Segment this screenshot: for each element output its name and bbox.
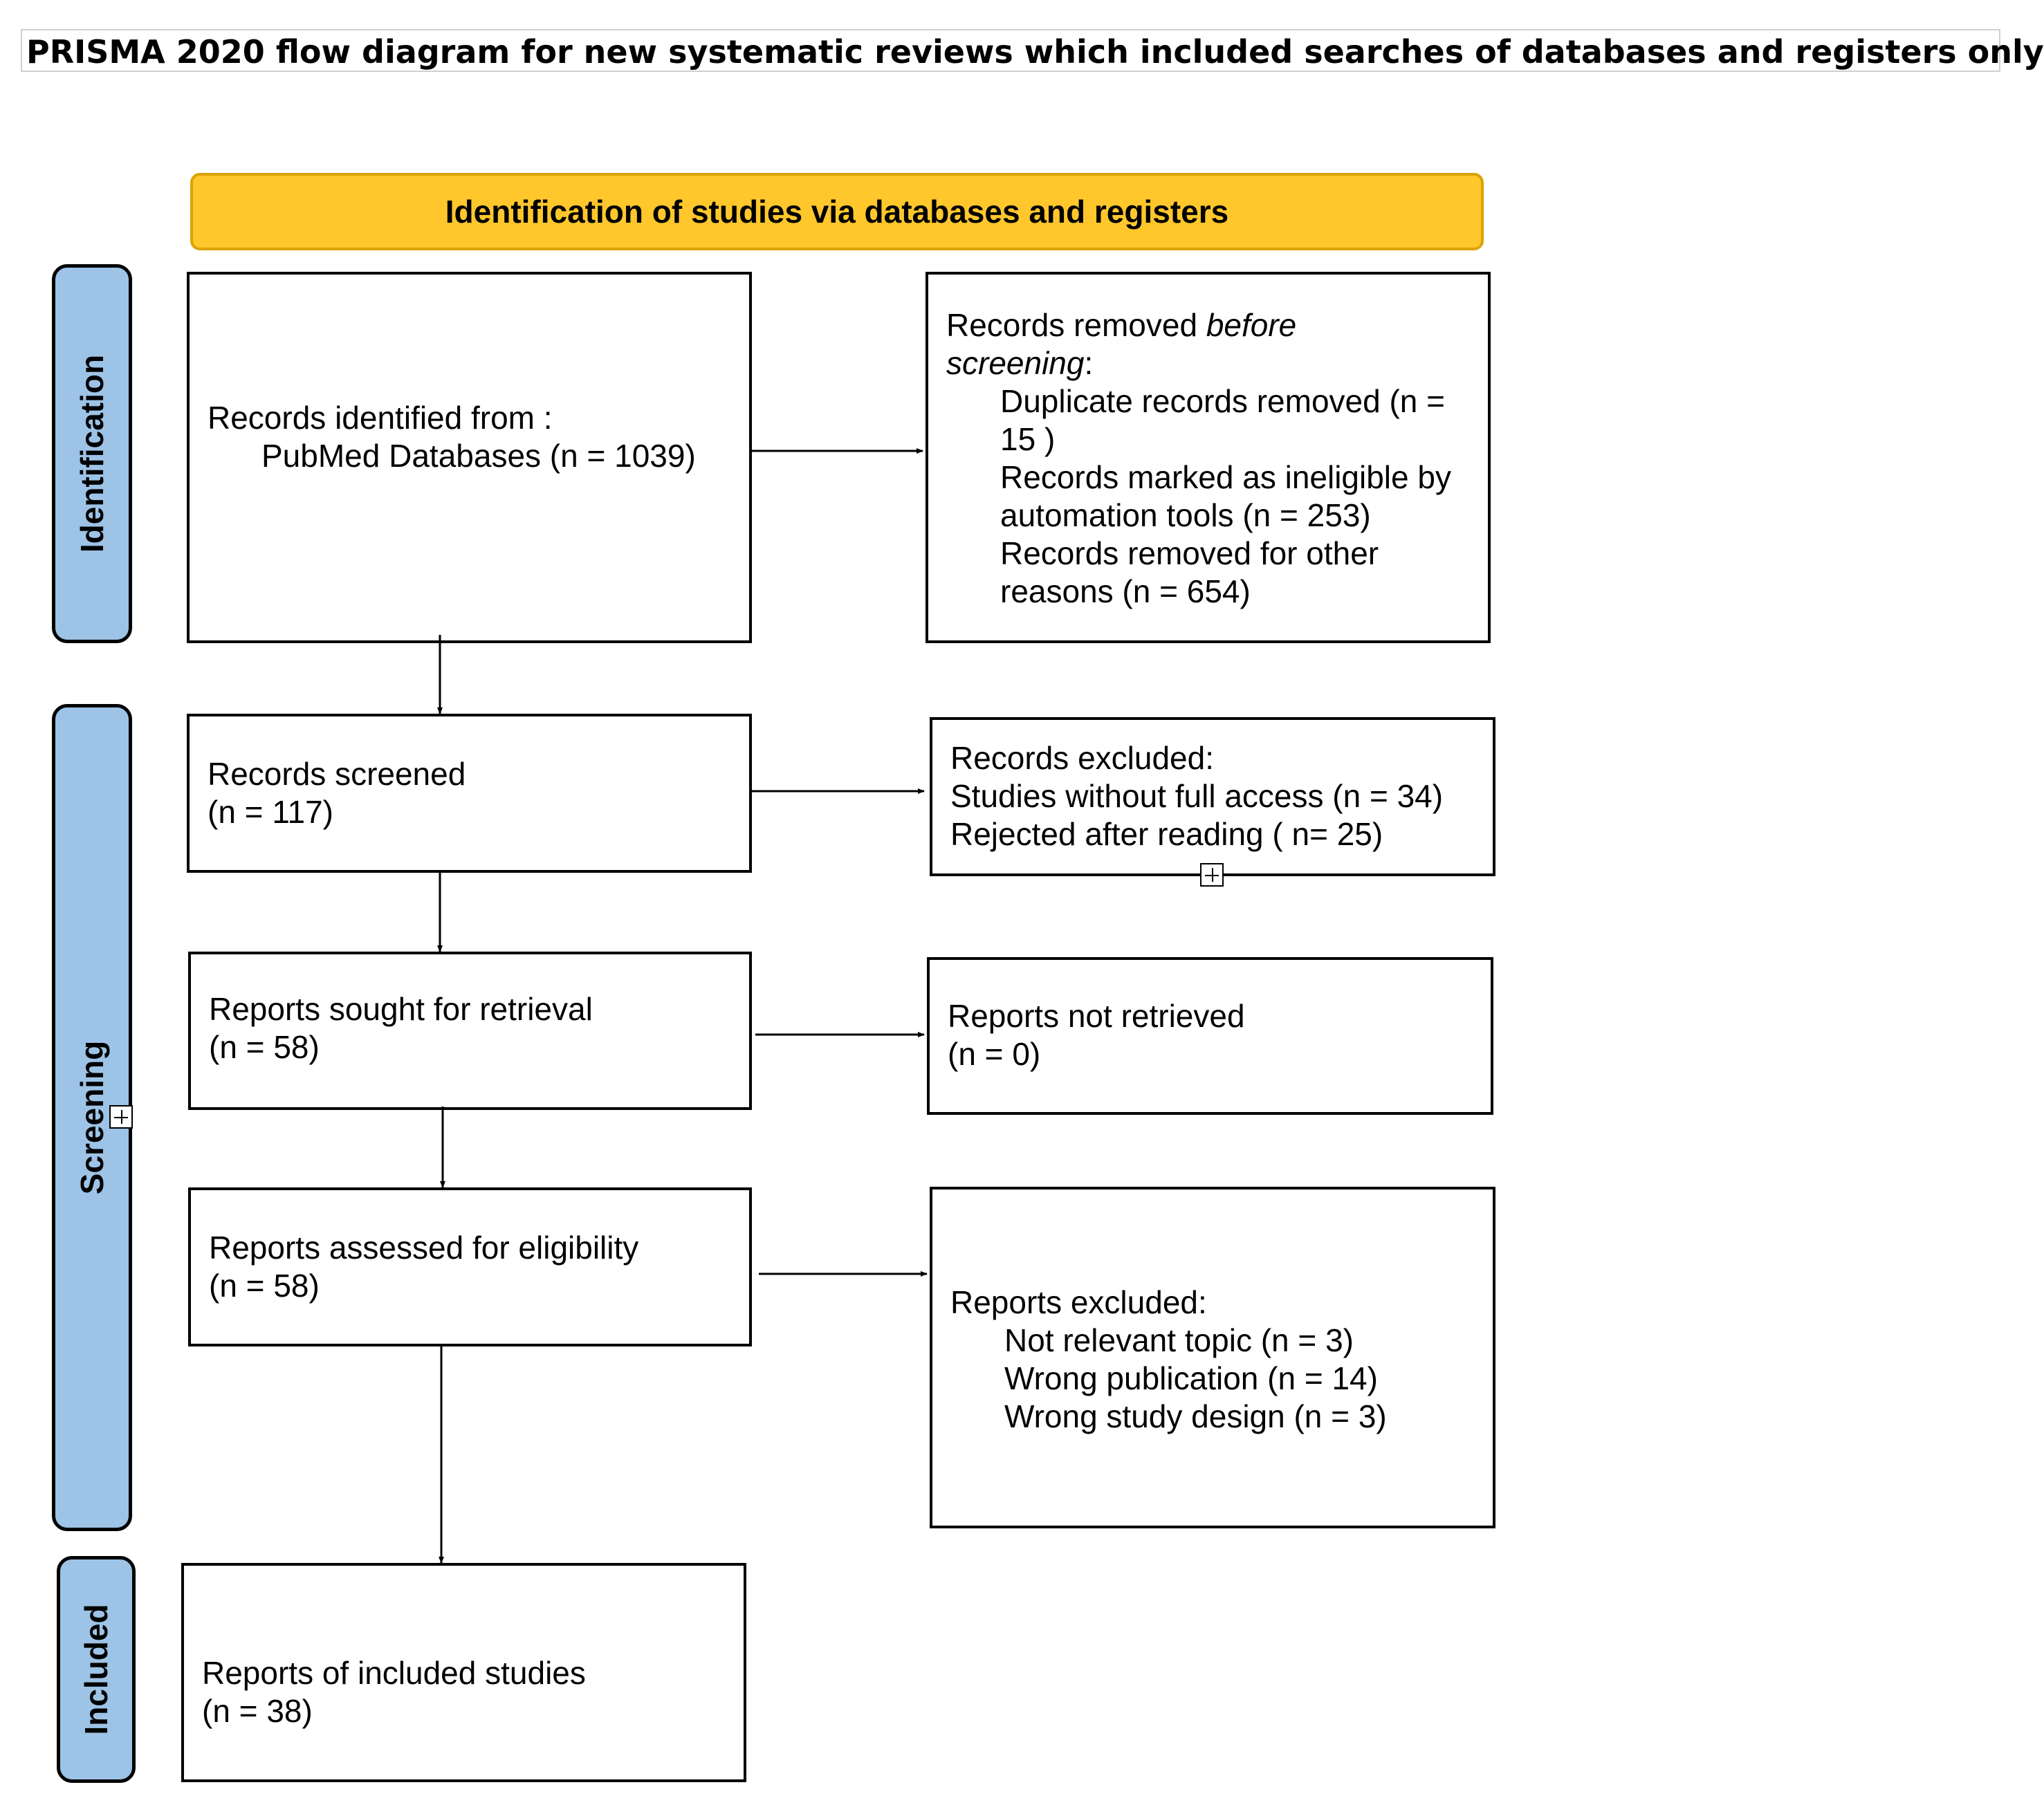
records-screened-count: (n = 117) [208,794,333,830]
title-frame: PRISMA 2020 flow diagram for new systema… [21,29,2044,72]
records-identified-heading: Records identified from : [208,400,553,436]
expand-icon[interactable] [109,1105,133,1129]
records-excluded-box: Records excluded: Studies without full a… [930,717,1495,876]
records-removed-heading-suffix: : [1084,345,1094,381]
phase-identification: Identification [52,264,132,643]
removed-automation: Records marked as ineligible by automati… [1000,459,1451,533]
reports-assessed-label: Reports assessed for eligibility [209,1230,639,1266]
reports-not-retrieved-label: Reports not retrieved [948,998,1245,1034]
reports-not-retrieved-box: Reports not retrieved (n = 0) [927,957,1493,1115]
reports-sought-count: (n = 58) [209,1029,320,1065]
included-studies-label: Reports of included studies [202,1655,586,1691]
removed-other: Records removed for other reasons (n = 6… [1000,535,1379,609]
records-excluded-rejected: Rejected after reading ( n= 25) [950,816,1383,852]
excluded-not-relevant: Not relevant topic (n = 3) [1004,1322,1354,1358]
records-removed-heading-prefix: Records removed [946,307,1206,343]
records-excluded-no-access: Studies without full access (n = 34) [950,778,1444,814]
expand-icon[interactable] [1200,863,1224,887]
records-excluded-heading: Records excluded: [950,740,1214,776]
reports-assessed-count: (n = 58) [209,1268,320,1304]
records-identified-source: PubMed Databases (n = 1039) [261,438,696,474]
included-studies-count: (n = 38) [202,1693,313,1729]
records-identified-box: Records identified from : PubMed Databas… [187,272,752,643]
phase-included: Included [57,1556,136,1783]
records-screened-box: Records screened (n = 117) [187,714,752,873]
reports-sought-label: Reports sought for retrieval [209,991,593,1027]
records-removed-heading-italic-before: before [1206,307,1297,343]
excluded-wrong-design: Wrong study design (n = 3) [1004,1398,1387,1434]
identification-banner: Identification of studies via databases … [190,173,1484,250]
diagram-title: PRISMA 2020 flow diagram for new systema… [26,33,2044,71]
reports-sought-box: Reports sought for retrieval (n = 58) [188,952,752,1110]
reports-not-retrieved-count: (n = 0) [948,1036,1041,1072]
records-removed-heading: Records removed before screening: [946,306,1464,382]
records-removed-heading-italic-screening: screening [946,345,1085,381]
records-screened-label: Records screened [208,756,466,792]
included-studies-box: Reports of included studies (n = 38) [181,1563,746,1782]
reports-excluded-heading: Reports excluded: [950,1284,1207,1320]
removed-duplicates: Duplicate records removed (n = 15 ) [1000,383,1446,457]
reports-excluded-box: Reports excluded: Not relevant topic (n … [930,1187,1495,1528]
records-removed-box: Records removed before screening: Duplica… [926,272,1491,643]
excluded-wrong-publication: Wrong publication (n = 14) [1004,1360,1378,1396]
reports-assessed-box: Reports assessed for eligibility (n = 58… [188,1187,752,1346]
